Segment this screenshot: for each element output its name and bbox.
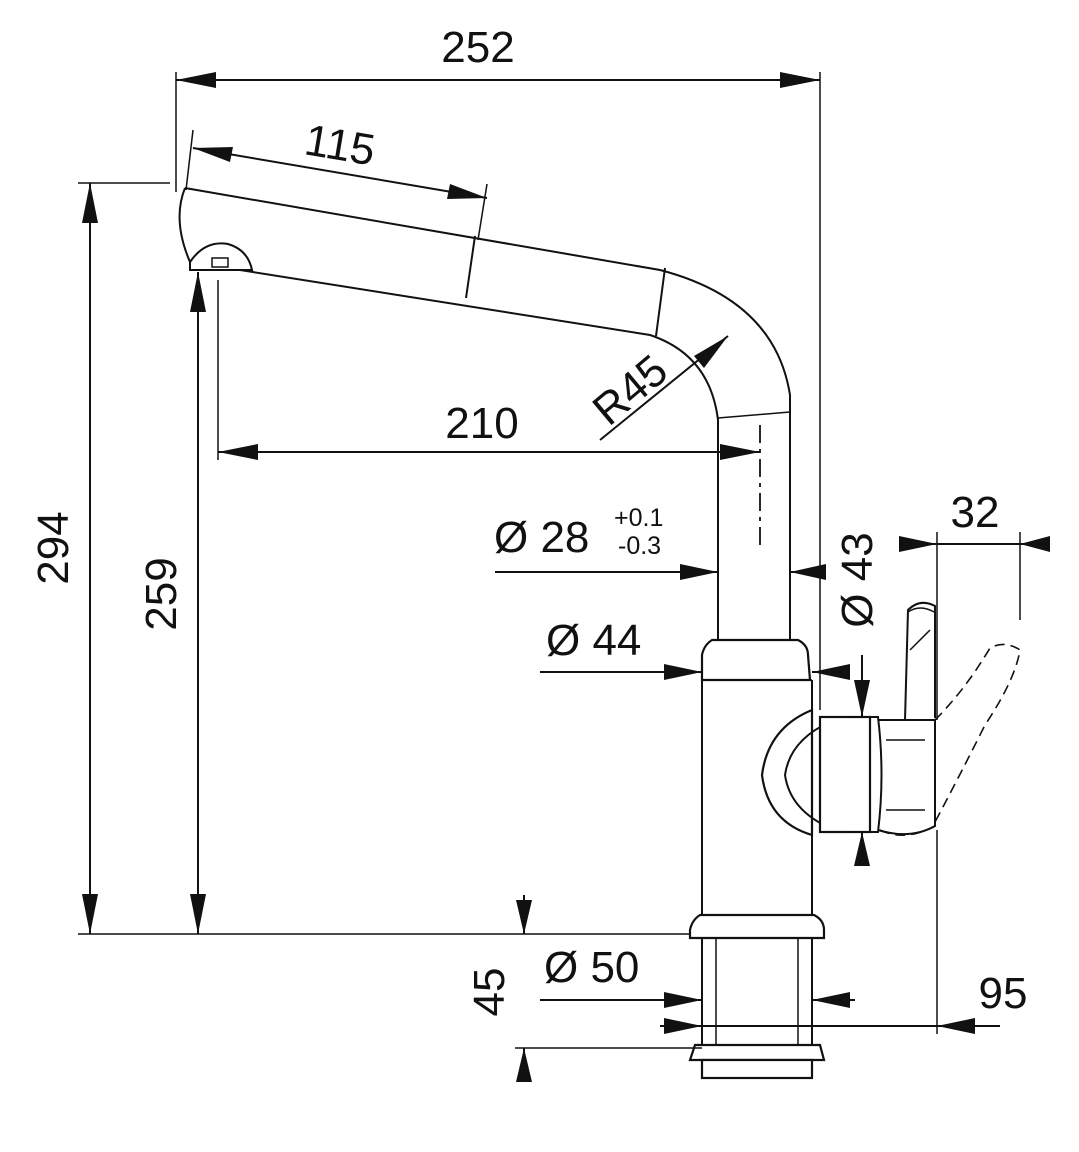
lever-alt-position — [934, 643, 1021, 823]
lever-alt-lower — [879, 825, 936, 836]
lever-base — [877, 719, 936, 836]
aerator-slot — [211, 257, 229, 268]
dim-259: 259 — [137, 557, 186, 630]
dim-d28: Ø 28 — [494, 513, 589, 562]
lever-hub — [760, 708, 814, 837]
dim-d28-tol-minus: -0.3 — [618, 532, 661, 560]
dim-r45: R45 — [584, 346, 677, 435]
dim-252-group: 252 — [175, 23, 821, 710]
dim-32-group: 32 — [899, 488, 1050, 720]
neck-line — [717, 411, 791, 419]
dim-210: 210 — [445, 399, 518, 448]
dim-d43: Ø 43 — [833, 532, 882, 627]
lever-cylinder — [818, 715, 872, 834]
shank-thread — [715, 938, 799, 1045]
dim-r45-group: R45 — [584, 335, 729, 441]
dim-d28-tol-plus: +0.1 — [614, 504, 663, 532]
dim-115-group: 115 — [185, 116, 488, 241]
lever-handle — [904, 601, 936, 721]
lever-cylinder-face — [870, 716, 883, 833]
dim-95: 95 — [979, 969, 1028, 1018]
dim-210-group: 210 — [217, 280, 760, 460]
dim-294-group: 294 — [29, 182, 690, 935]
dim-d44: Ø 44 — [546, 616, 641, 665]
dim-45-group: 45 — [465, 895, 702, 1082]
dim-d50-group: Ø 50 — [540, 943, 855, 1008]
spout-nose — [178, 187, 191, 263]
body — [701, 680, 813, 915]
lever-base-inner — [886, 739, 925, 811]
upper-collar — [700, 638, 812, 682]
dim-d50: Ø 50 — [544, 943, 639, 992]
pullout-joint — [465, 235, 476, 299]
base-collar — [688, 913, 826, 940]
lever-hub-inner — [783, 721, 831, 829]
dim-115: 115 — [301, 116, 378, 176]
spout-joint — [655, 267, 666, 337]
dim-45: 45 — [465, 968, 514, 1017]
dim-d43-group: Ø 43 — [833, 532, 882, 866]
spout-bottom-edge — [239, 269, 719, 640]
dim-32: 32 — [951, 488, 1000, 537]
faucet-outline — [178, 187, 1021, 1080]
dim-d28-group: Ø 28 +0.1 -0.3 — [494, 504, 826, 580]
dim-259-group: 259 — [137, 272, 206, 934]
lever-handle-tip — [907, 607, 935, 651]
aerator — [189, 242, 254, 271]
spout-top-edge — [184, 187, 791, 640]
bottom-nut — [688, 1043, 826, 1062]
bottom-fitting — [700, 1058, 814, 1080]
dim-d44-group: Ø 44 — [540, 616, 850, 680]
dim-95-group: 95 — [660, 830, 1027, 1034]
dim-294: 294 — [29, 511, 78, 584]
shank — [701, 938, 813, 1045]
dim-252: 252 — [441, 23, 514, 72]
